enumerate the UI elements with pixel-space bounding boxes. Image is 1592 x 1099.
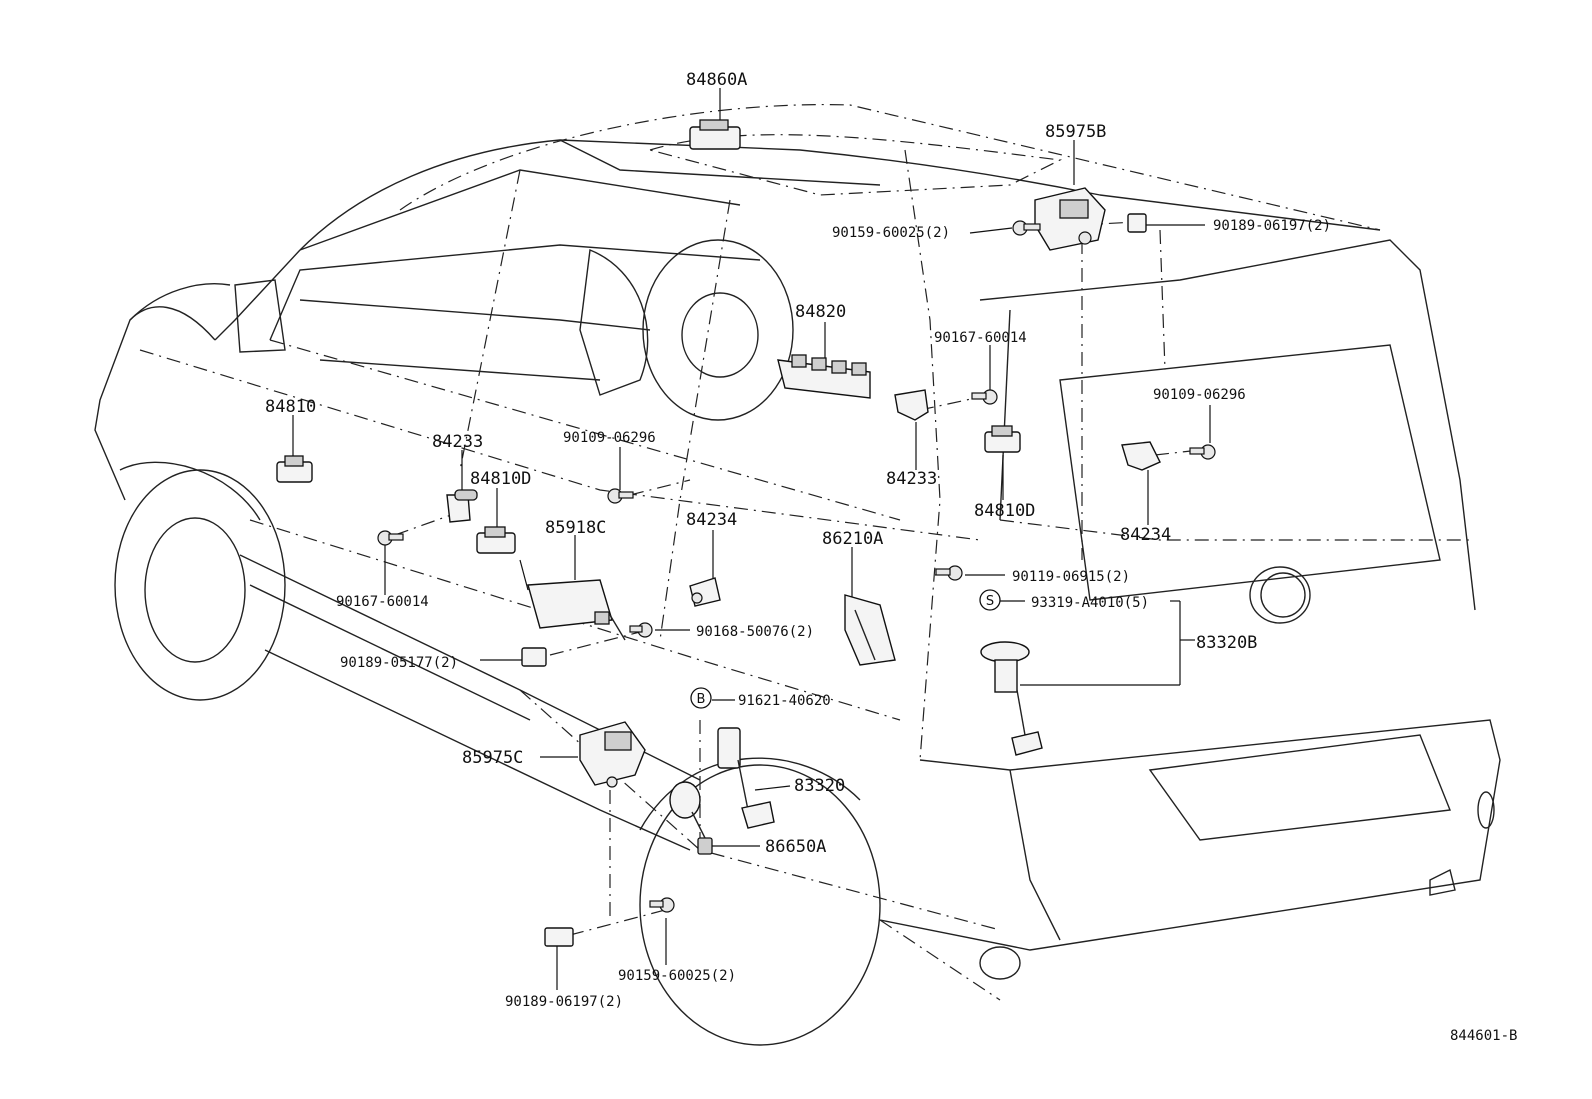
part-84233-right (894, 389, 929, 421)
vehicle-body (94, 103, 1501, 1046)
part-83320B (980, 641, 1043, 756)
label-90168-50076: 90168-50076(2) (696, 624, 814, 640)
label-84860A: 84860A (686, 70, 747, 90)
part-84810D-right (984, 425, 1021, 453)
part-90189-05177 (521, 647, 547, 667)
part-84860A (689, 119, 741, 150)
label-83320: 83320 (794, 776, 845, 796)
part-90119-06915 (935, 565, 963, 581)
label-84820: 84820 (795, 302, 846, 322)
label-90189-06197-bottom: 90189-06197(2) (505, 994, 623, 1010)
part-90189-06197-bottom (544, 927, 574, 947)
label-91621-40620: 91621-40620 (738, 693, 831, 709)
label-83320B: 83320B (1196, 633, 1257, 653)
label-85975B: 85975B (1045, 122, 1106, 142)
label-84233-right: 84233 (886, 469, 937, 489)
leader-lines (292, 88, 1211, 990)
part-85975C (579, 721, 646, 788)
label-90167-60014-left: 90167-60014 (336, 594, 429, 610)
part-86650A (669, 781, 713, 855)
label-84234-right: 84234 (1120, 525, 1171, 545)
marker-b-text: B (697, 692, 706, 707)
part-90167-60014-left (377, 530, 404, 546)
marker-b: B (690, 687, 712, 709)
part-84234-left (689, 577, 721, 607)
part-84233-left (446, 489, 478, 523)
part-84810D-left (476, 526, 516, 554)
parts (276, 119, 1216, 947)
label-93319-A4010: 93319-A4010(5) (1031, 595, 1149, 611)
part-84234-right (1121, 441, 1161, 471)
diagram-id: 844601-B (1450, 1028, 1517, 1044)
label-90109-06296-mid: 90109-06296 (563, 430, 656, 446)
part-90159-60025-top (1012, 220, 1041, 236)
label-85975C: 85975C (462, 748, 523, 768)
part-90159-60025-bottom (649, 897, 675, 913)
label-86210A: 86210A (822, 529, 883, 549)
part-90189-06197-top (1127, 213, 1147, 233)
label-84810D-left: 84810D (470, 469, 531, 489)
part-85975B (1034, 187, 1106, 251)
label-90189-06197-top: 90189-06197(2) (1213, 218, 1331, 234)
label-84810D-right: 84810D (974, 501, 1035, 521)
part-84820 (777, 354, 871, 399)
part-90109-06296-right (1189, 444, 1216, 460)
label-86650A: 86650A (765, 837, 826, 857)
part-90167-60014-right (971, 389, 998, 405)
label-90109-06296-right: 90109-06296 (1153, 387, 1246, 403)
marker-s: S (979, 589, 1001, 611)
marker-s-text: S (986, 594, 994, 609)
label-90159-60025-top: 90159-60025(2) (832, 225, 950, 241)
label-90189-05177: 90189-05177(2) (340, 655, 458, 671)
label-84810: 84810 (265, 397, 316, 417)
part-90168-50076 (629, 622, 653, 638)
label-90159-60025-bottom: 90159-60025(2) (618, 968, 736, 984)
part-86210A (844, 594, 896, 666)
label-84233-left: 84233 (432, 432, 483, 452)
label-90167-60014-right: 90167-60014 (934, 330, 1027, 346)
part-labels: 84860A 85975B 90189-06197(2) 90159-60025… (265, 70, 1517, 1044)
part-83320 (717, 727, 775, 829)
label-84234-left: 84234 (686, 510, 737, 530)
part-85918C (519, 559, 626, 641)
part-90109-06296-mid (607, 488, 634, 504)
label-90119-06915: 90119-06915(2) (1012, 569, 1130, 585)
part-84810 (276, 455, 313, 483)
label-85918C: 85918C (545, 518, 606, 538)
